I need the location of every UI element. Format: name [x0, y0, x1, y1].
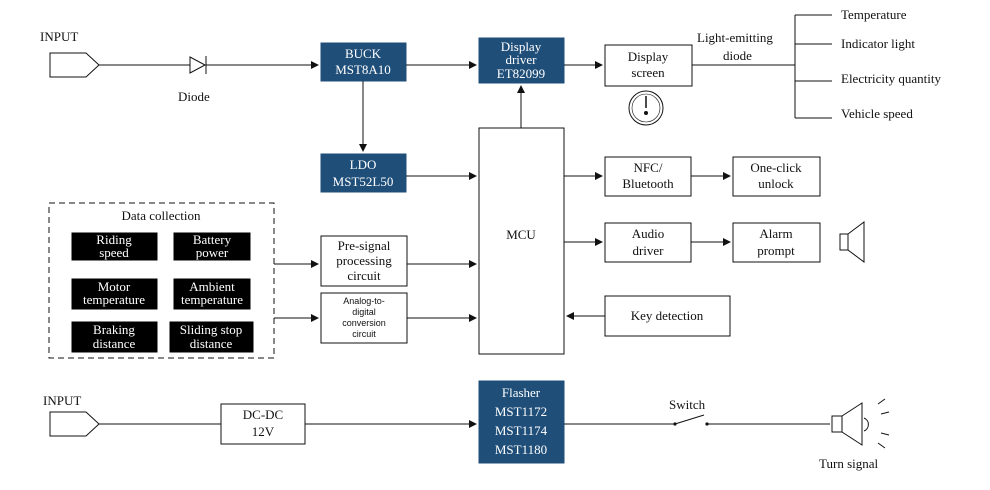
svg-text:Riding: Riding: [96, 232, 132, 247]
alarm-label-2: prompt: [757, 243, 795, 258]
led-output-indicator-light: Indicator light: [841, 36, 915, 51]
display-screen-label-2: screen: [631, 65, 665, 80]
input-top-connector-icon: [49, 52, 100, 78]
dcdc-label-2: 12V: [252, 424, 275, 439]
svg-text:Ambient: Ambient: [189, 279, 235, 294]
sensor-braking-distance: Braking distance: [71, 321, 158, 353]
svg-text:power: power: [196, 245, 229, 260]
pre-signal-label-2: processing: [336, 253, 392, 268]
gauge-icon: [628, 90, 664, 126]
sensor-motor-temperature: Motor temperature: [71, 278, 158, 310]
key-detection-block: [604, 295, 731, 337]
sensor-sliding-stop-distance: Sliding stop distance: [169, 321, 254, 353]
svg-text:Sliding stop: Sliding stop: [180, 322, 243, 337]
svg-text:Motor: Motor: [98, 279, 131, 294]
switch-label: Switch: [669, 397, 706, 412]
display-driver-block: [478, 37, 565, 84]
input-top-label: INPUT: [40, 29, 78, 44]
led-label-1: Light-emitting: [697, 30, 773, 45]
mcu-block: [478, 127, 565, 355]
one-click-label-1: One-click: [750, 160, 802, 175]
flasher-label-3: MST1174: [495, 423, 548, 438]
sensor-ambient-temperature: Ambient temperature: [173, 278, 251, 310]
sensor-riding-speed: Riding speed: [71, 232, 158, 261]
svg-text:distance: distance: [93, 336, 136, 351]
dcdc-block: [220, 403, 306, 445]
pre-signal-label-3: circuit: [347, 268, 381, 283]
display-driver-label-3: ET82099: [497, 66, 545, 81]
svg-text:temperature: temperature: [83, 292, 145, 307]
input-bottom-connector-icon: [49, 411, 100, 437]
ldo-label-2: MST52L50: [333, 174, 394, 189]
key-detection-label: Key detection: [631, 308, 704, 323]
display-driver-label-2: driver: [505, 52, 537, 67]
svg-text:distance: distance: [190, 336, 233, 351]
diode-icon: [189, 56, 207, 74]
diode-label: Diode: [178, 89, 210, 104]
ldo-label-1: LDO: [350, 157, 377, 172]
display-screen-label-1: Display: [628, 49, 669, 64]
turn-signal-icon: [831, 398, 890, 449]
led-label-2: diode: [723, 48, 752, 63]
input-bottom-label: INPUT: [43, 393, 81, 408]
adc-label-3: conversion: [342, 318, 386, 328]
svg-text:speed: speed: [99, 245, 129, 260]
one-click-label-2: unlock: [758, 176, 794, 191]
turn-signal-label: Turn signal: [819, 456, 879, 471]
buck-label-2: MST8A10: [335, 62, 391, 77]
adc-label-1: Analog-to-: [343, 296, 385, 306]
flasher-label-1: Flasher: [502, 385, 541, 400]
buck-label-1: BUCK: [345, 46, 382, 61]
led-output-electricity-quantity: Electricity quantity: [841, 71, 941, 86]
audio-driver-block: [604, 222, 692, 263]
nfc-bluetooth-block: [604, 156, 692, 197]
alarm-prompt-block: [732, 222, 821, 263]
nfc-label-2: Bluetooth: [622, 176, 674, 191]
flasher-label-2: MST1172: [495, 404, 547, 419]
data-collection-group: [48, 202, 275, 359]
svg-text:temperature: temperature: [181, 292, 243, 307]
pre-signal-label-1: Pre-signal: [338, 238, 391, 253]
dcdc-label-1: DC-DC: [243, 407, 283, 422]
nfc-label-1: NFC/: [634, 160, 663, 175]
alarm-label-1: Alarm: [759, 226, 792, 241]
svg-text:Battery: Battery: [193, 232, 232, 247]
sensor-battery-power: Battery power: [173, 232, 251, 261]
led-output-vehicle-speed: Vehicle speed: [841, 106, 913, 121]
switch-icon: [673, 414, 709, 426]
display-screen-block: [604, 44, 693, 87]
audio-label-1: Audio: [632, 226, 665, 241]
buck-block: [320, 42, 407, 82]
adc-label-4: circuit: [352, 329, 376, 339]
ldo-block: [320, 153, 407, 193]
speaker-icon: [839, 221, 865, 263]
audio-label-2: driver: [632, 243, 664, 258]
one-click-unlock-block: [732, 156, 821, 197]
flasher-label-4: MST1180: [495, 442, 547, 457]
display-driver-label-1: Display: [501, 39, 542, 54]
data-collection-title: Data collection: [121, 208, 201, 223]
pre-signal-block: [320, 235, 408, 287]
flasher-block: [478, 380, 565, 464]
adc-block: [320, 292, 408, 344]
led-output-temperature: Temperature: [841, 7, 907, 22]
svg-text:Braking: Braking: [93, 322, 135, 337]
mcu-label: MCU: [506, 227, 536, 242]
adc-label-2: digital: [352, 307, 376, 317]
